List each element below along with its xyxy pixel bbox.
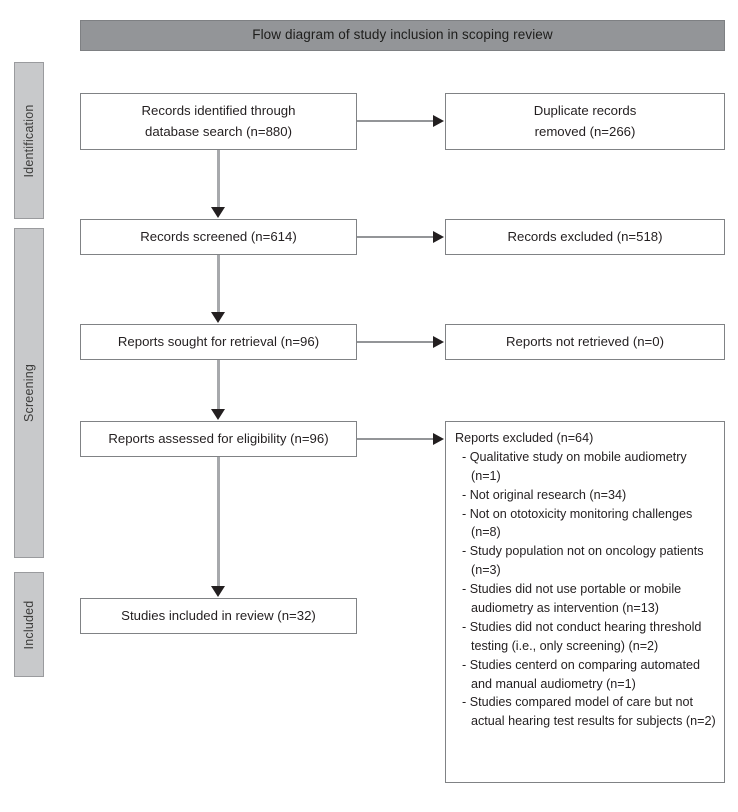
- connector-line-screened-to-sought: [217, 255, 220, 315]
- box-reports-sought-for-retrieval: Reports sought for retrieval (n=96): [80, 324, 357, 360]
- box-duplicates-removed-line2: removed (n=266): [534, 123, 636, 139]
- box-duplicates-removed-text: Duplicate records removed (n=266): [534, 101, 637, 141]
- exclusion-reason-item: - Study population not on oncology patie…: [462, 544, 704, 578]
- box-reports-assessed-for-eligibility: Reports assessed for eligibility (n=96): [80, 421, 357, 457]
- connector-line-assessed-to-included: [217, 457, 220, 590]
- diagram-title-bar: Flow diagram of study inclusion in scopi…: [80, 20, 725, 51]
- stage-bar-screening: Screening: [14, 228, 44, 558]
- exclusion-reason-item: - Studies did not conduct hearing thresh…: [462, 619, 702, 653]
- arrow-right-icon: [433, 433, 444, 445]
- arrow-down-icon: [211, 586, 225, 597]
- box-duplicates-removed-line1: Duplicate records: [533, 103, 637, 119]
- connector-line-assessed-to-excluded-detail: [357, 438, 435, 440]
- exclusion-reason-item: - Not original research (n=34): [462, 487, 627, 502]
- connector-line-identified-to-duplicates: [357, 120, 435, 122]
- box-studies-included-in-review: Studies included in review (n=32): [80, 598, 357, 634]
- stage-label-included: Included: [22, 600, 36, 649]
- arrow-right-icon: [433, 336, 444, 348]
- box-reports-excluded-with-reasons: Reports excluded (n=64) - Qualitative st…: [445, 421, 725, 783]
- stage-bar-identification: Identification: [14, 62, 44, 219]
- box-records-screened: Records screened (n=614): [80, 219, 357, 255]
- box-reports-sought-text: Reports sought for retrieval (n=96): [117, 333, 320, 349]
- connector-line-sought-to-not-retrieved: [357, 341, 435, 343]
- connector-line-identified-to-screened: [217, 150, 220, 210]
- box-reports-not-retrieved: Reports not retrieved (n=0): [445, 324, 725, 360]
- arrow-right-icon: [433, 231, 444, 243]
- box-records-identified: Records identified through database sear…: [80, 93, 357, 150]
- box-records-identified-line2: database search (n=880): [144, 123, 292, 139]
- exclusion-reason-item: - Qualitative study on mobile audiometry…: [462, 449, 687, 483]
- box-records-excluded: Records excluded (n=518): [445, 219, 725, 255]
- box-reports-not-retrieved-text: Reports not retrieved (n=0): [506, 333, 664, 349]
- connector-line-screened-to-excluded: [357, 236, 435, 238]
- diagram-title-text: Flow diagram of study inclusion in scopi…: [252, 27, 553, 43]
- box-records-screened-text: Records screened (n=614): [140, 228, 297, 244]
- arrow-down-icon: [211, 207, 225, 218]
- stage-bar-included: Included: [14, 572, 44, 677]
- box-reports-assessed-text: Reports assessed for eligibility (n=96): [108, 430, 329, 446]
- reports-excluded-heading: Reports excluded (n=64): [455, 431, 594, 445]
- stage-label-screening: Screening: [22, 363, 36, 423]
- exclusion-reason-item: - Studies centerd on comparing automated…: [462, 657, 701, 691]
- arrow-down-icon: [211, 312, 225, 323]
- connector-line-sought-to-assessed: [217, 360, 220, 412]
- stage-label-identification: Identification: [22, 104, 36, 177]
- box-duplicates-removed: Duplicate records removed (n=266): [445, 93, 725, 150]
- arrow-right-icon: [433, 115, 444, 127]
- exclusion-reason-item: - Studies compared model of care but not…: [462, 695, 716, 729]
- box-records-identified-text: Records identified through database sear…: [142, 101, 296, 141]
- box-studies-included-text: Studies included in review (n=32): [121, 607, 316, 623]
- arrow-down-icon: [211, 409, 225, 420]
- box-records-excluded-text: Records excluded (n=518): [507, 228, 663, 244]
- box-records-identified-line1: Records identified through: [141, 103, 296, 119]
- exclusion-reason-item: - Studies did not use portable or mobile…: [462, 582, 682, 616]
- exclusion-reason-item: - Not on ototoxicity monitoring challeng…: [462, 506, 693, 540]
